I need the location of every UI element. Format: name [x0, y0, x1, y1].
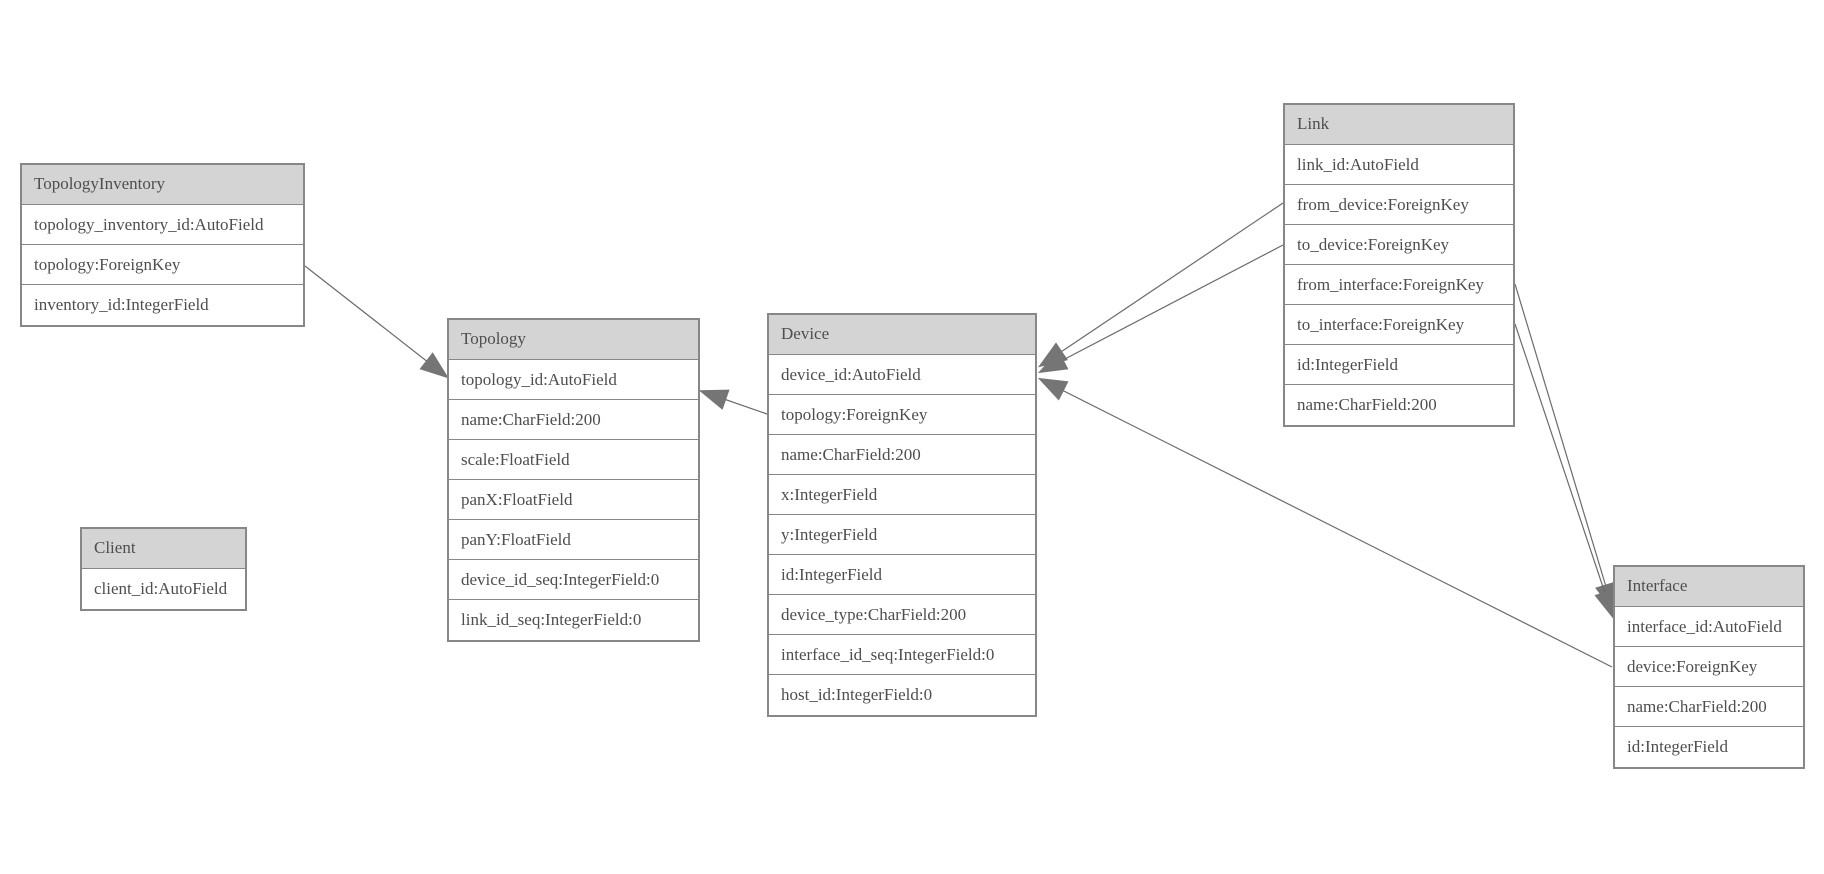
entity-title: Interface: [1615, 567, 1803, 607]
entity-device: Device device_id:AutoField topology:Fore…: [767, 313, 1037, 717]
entity-topology: Topology topology_id:AutoField name:Char…: [447, 318, 700, 642]
edge-link-fromdevice-device: [1037, 202, 1284, 368]
field-row: name:CharField:200: [769, 435, 1035, 475]
entity-title: Topology: [449, 320, 698, 360]
field-row: id:IntegerField: [769, 555, 1035, 595]
field-row: name:CharField:200: [1285, 385, 1513, 425]
field-row: interface_id_seq:IntegerField:0: [769, 635, 1035, 675]
field-row: to_device:ForeignKey: [1285, 225, 1513, 265]
field-row: x:IntegerField: [769, 475, 1035, 515]
field-row: name:CharField:200: [1615, 687, 1803, 727]
field-row: from_device:ForeignKey: [1285, 185, 1513, 225]
field-row: interface_id:AutoField: [1615, 607, 1803, 647]
edge-device-topology: [698, 389, 768, 415]
field-row: panX:FloatField: [449, 480, 698, 520]
entity-title: TopologyInventory: [22, 165, 303, 205]
field-row: topology:ForeignKey: [22, 245, 303, 285]
field-row: device_type:CharField:200: [769, 595, 1035, 635]
edge-topologyinventory-topology: [304, 265, 449, 379]
field-row: client_id:AutoField: [82, 569, 245, 609]
field-row: topology:ForeignKey: [769, 395, 1035, 435]
field-row: y:IntegerField: [769, 515, 1035, 555]
field-row: topology_inventory_id:AutoField: [22, 205, 303, 245]
edge-link-todevice-device: [1037, 244, 1284, 374]
field-row: panY:FloatField: [449, 520, 698, 560]
entity-title: Link: [1285, 105, 1513, 145]
field-row: inventory_id:IntegerField: [22, 285, 303, 325]
field-row: id:IntegerField: [1285, 345, 1513, 385]
entity-link: Link link_id:AutoField from_device:Forei…: [1283, 103, 1515, 427]
field-row: to_interface:ForeignKey: [1285, 305, 1513, 345]
field-row: link_id:AutoField: [1285, 145, 1513, 185]
edge-link-tointerface-interface: [1514, 323, 1615, 620]
field-row: name:CharField:200: [449, 400, 698, 440]
entity-client: Client client_id:AutoField: [80, 527, 247, 611]
field-row: link_id_seq:IntegerField:0: [449, 600, 698, 640]
field-row: from_interface:ForeignKey: [1285, 265, 1513, 305]
entity-interface: Interface interface_id:AutoField device:…: [1613, 565, 1805, 769]
entity-topology-inventory: TopologyInventory topology_inventory_id:…: [20, 163, 305, 327]
entity-title: Device: [769, 315, 1035, 355]
field-row: scale:FloatField: [449, 440, 698, 480]
field-row: host_id:IntegerField:0: [769, 675, 1035, 715]
field-row: topology_id:AutoField: [449, 360, 698, 400]
field-row: id:IntegerField: [1615, 727, 1803, 767]
field-row: device:ForeignKey: [1615, 647, 1803, 687]
entity-title: Client: [82, 529, 245, 569]
field-row: device_id:AutoField: [769, 355, 1035, 395]
edge-link-frominterface-interface: [1514, 283, 1616, 613]
field-row: device_id_seq:IntegerField:0: [449, 560, 698, 600]
